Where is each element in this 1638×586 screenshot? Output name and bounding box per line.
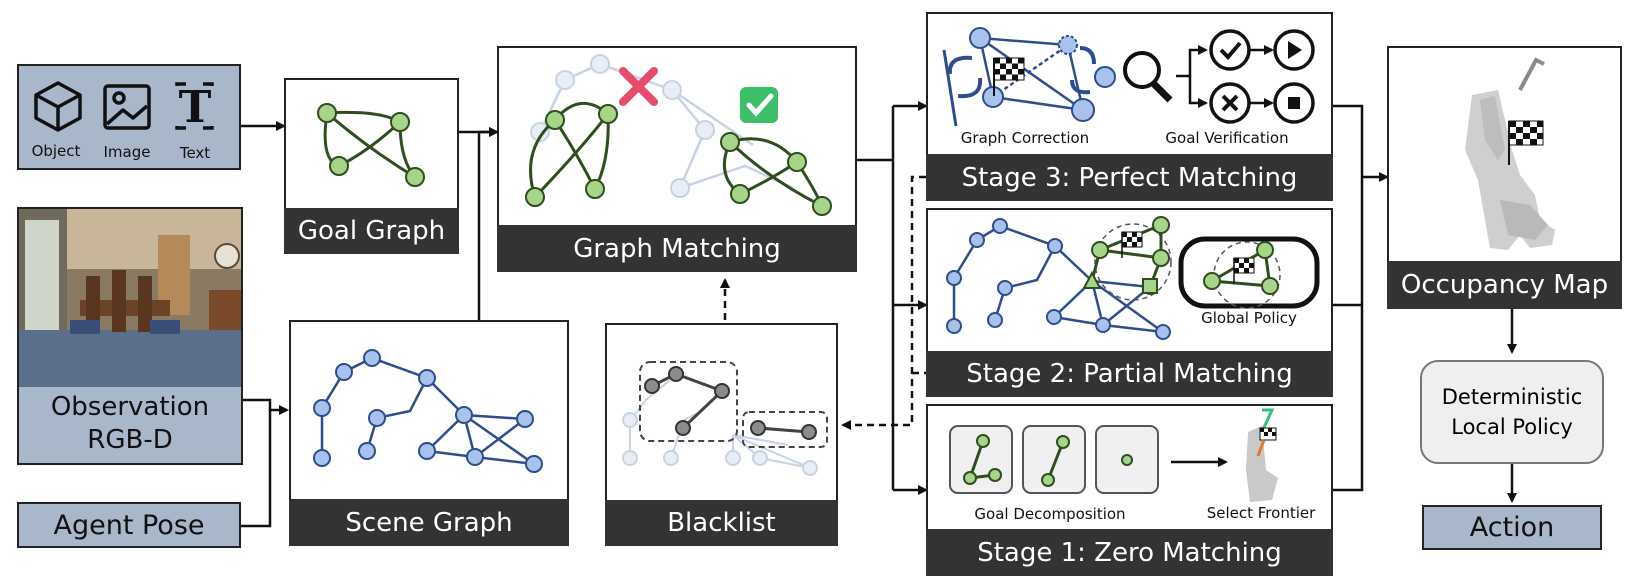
- cycle-arrows-icon: [947, 46, 1096, 99]
- agent-pose-box: Agent Pose: [17, 502, 241, 548]
- graph-correction-label: Graph Correction: [960, 129, 1090, 147]
- x-circle-icon: [1221, 94, 1239, 112]
- observation-label-2: RGB-D: [87, 425, 173, 455]
- local-policy-line2: Local Policy: [1451, 415, 1573, 439]
- image-icon: [103, 84, 151, 130]
- flag-icon: [1121, 231, 1143, 258]
- graph-matching-title: Graph Matching: [497, 225, 857, 272]
- input-label-image: Image: [103, 143, 151, 161]
- global-policy-label: Global Policy: [1201, 309, 1297, 327]
- play-icon: [1288, 41, 1302, 59]
- goal-decomposition-label: Goal Decomposition: [974, 505, 1126, 523]
- magnifier-icon: [1123, 51, 1173, 103]
- stage3-title: Stage 3: Perfect Matching: [926, 154, 1333, 201]
- local-policy-box: Deterministic Local Policy: [1420, 360, 1604, 464]
- goal-verification-label: Goal Verification: [1165, 129, 1289, 147]
- goal-graph-title: Goal Graph: [284, 208, 459, 254]
- input-label-object: Object: [31, 142, 81, 160]
- blacklist-title: Blacklist: [605, 500, 838, 546]
- svg-text:T: T: [179, 82, 212, 133]
- flag-icon: [1233, 257, 1255, 284]
- cube-icon: [34, 81, 82, 132]
- input-label-text: Text: [179, 144, 211, 162]
- stage2-title: Stage 2: Partial Matching: [926, 351, 1333, 397]
- cross-icon: [619, 67, 658, 106]
- stop-icon: [1288, 97, 1300, 109]
- text-icon: [175, 82, 214, 130]
- stage1-title: Stage 1: Zero Matching: [926, 529, 1333, 576]
- observation-label-1: Observation: [50, 392, 210, 422]
- check-icon: [740, 87, 778, 123]
- action-box: Action: [1422, 505, 1602, 550]
- select-frontier-label: Select Frontier: [1206, 504, 1316, 522]
- local-policy-line1: Deterministic: [1441, 384, 1583, 409]
- scene-graph-title: Scene Graph: [289, 499, 569, 546]
- occupancy-map-title: Occupancy Map: [1387, 261, 1622, 309]
- flag-icon: [993, 57, 1025, 96]
- check-circle-icon: [1219, 41, 1242, 60]
- flag-icon: [1508, 120, 1544, 165]
- frontier-map: [1246, 408, 1278, 502]
